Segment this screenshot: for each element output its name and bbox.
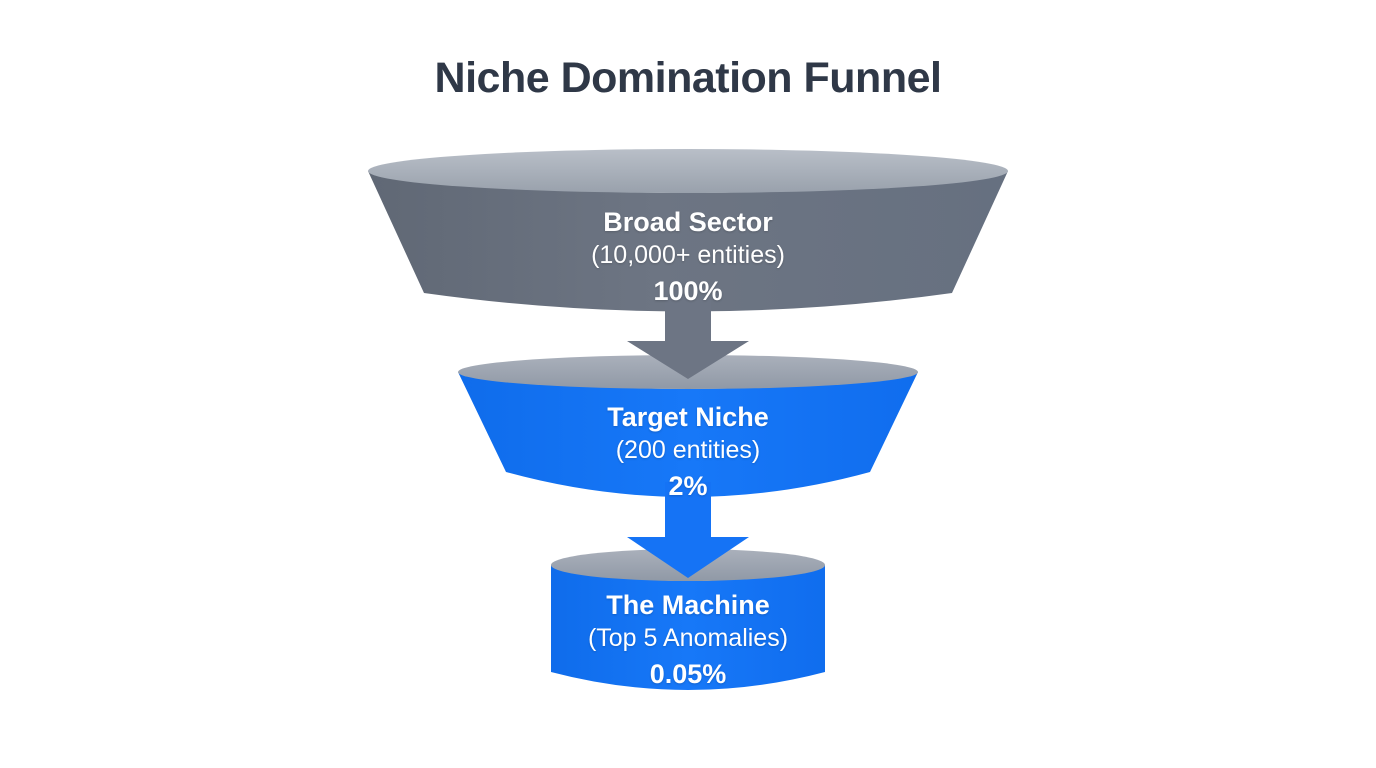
down-arrow-icon-gray (627, 298, 749, 379)
down-arrow-icon-blue (627, 482, 749, 578)
stage-top-ellipse-broad-sector (368, 149, 1008, 193)
funnel-stage-broad-sector (368, 149, 1008, 312)
stage-body-broad-sector (368, 171, 1008, 312)
page-title: Niche Domination Funnel (434, 54, 942, 102)
stage-body-target-niche (458, 372, 918, 497)
stage-body-the-machine (551, 565, 825, 690)
